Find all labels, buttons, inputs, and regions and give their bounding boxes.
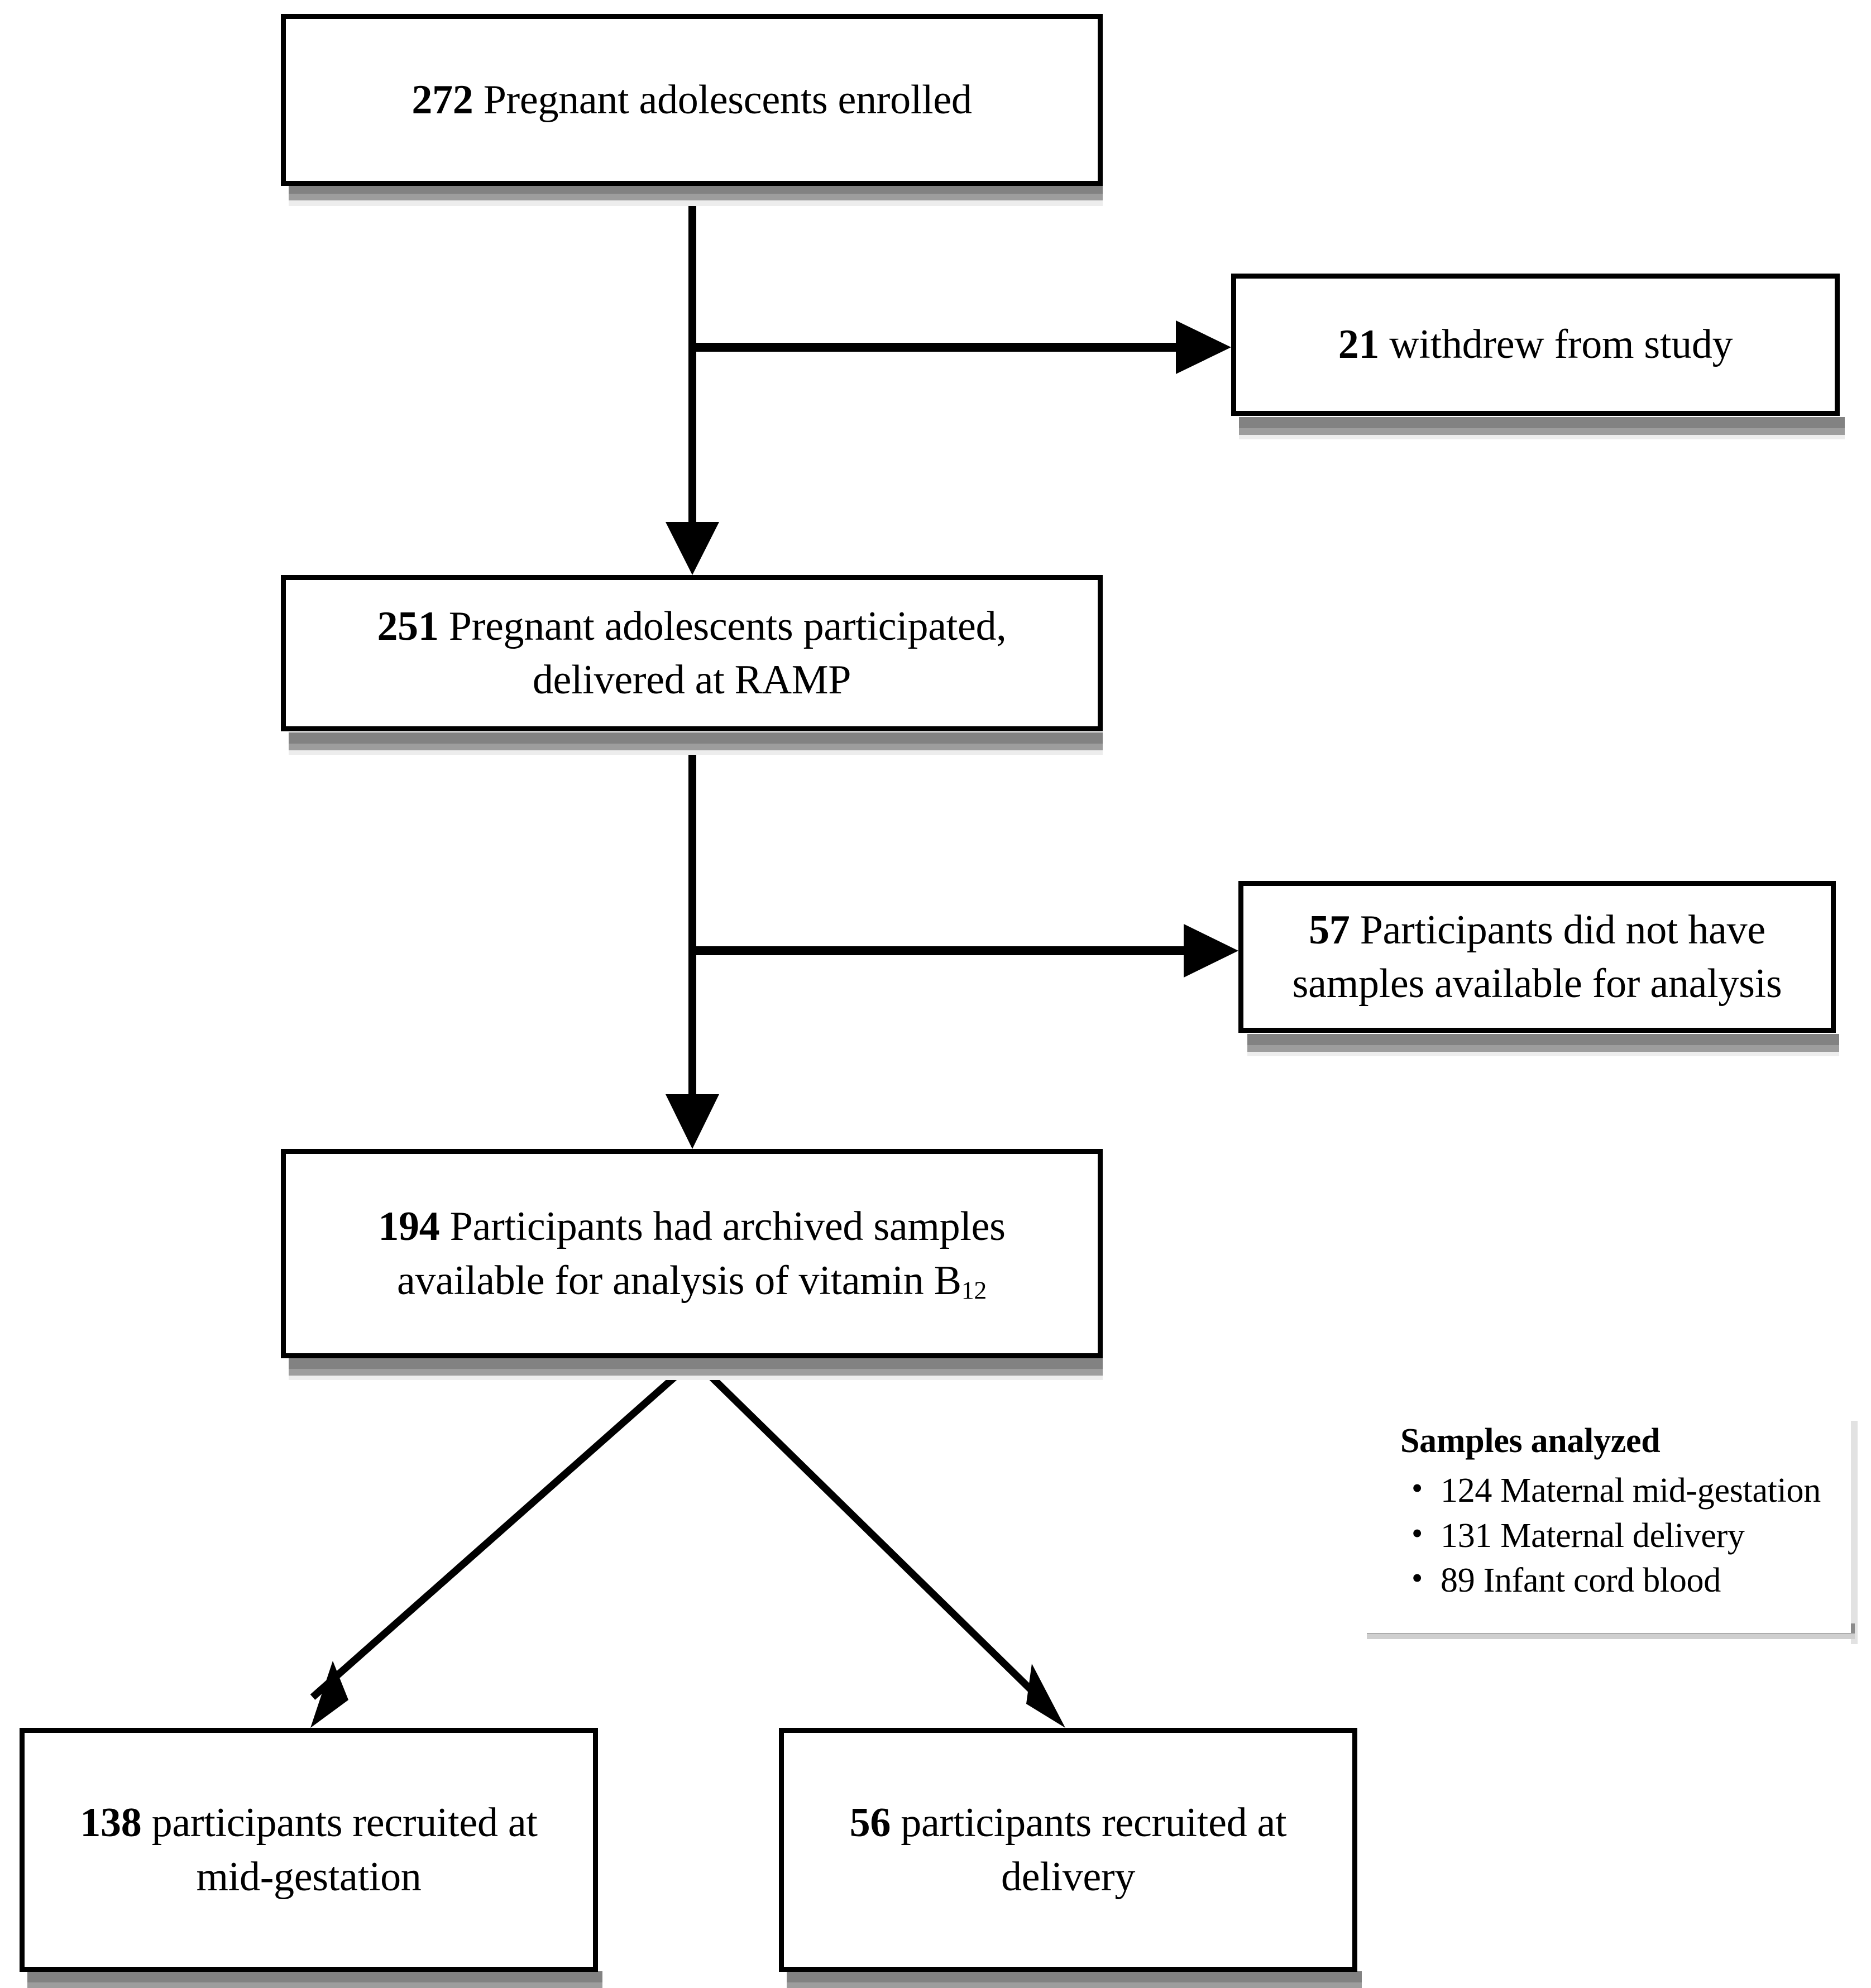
node-delivery-number: 56	[849, 1800, 891, 1846]
arrowhead-participated-to-archived	[666, 1094, 719, 1149]
node-archived-label: 194 Participants had archived samples av…	[286, 1200, 1098, 1307]
node-enrolled-label: 272 Pregnant adolescents enrolled	[286, 73, 1098, 127]
connector-archived-to-mid-gestation	[310, 1357, 697, 1700]
node-withdrew-label: 21 withdrew from study	[1236, 318, 1835, 371]
arrowhead-archived-to-delivery	[1026, 1664, 1065, 1728]
samples-panel-shadow-bottom-faint	[1367, 1633, 1855, 1639]
node-withdrew[interactable]: 21 withdrew from study	[1231, 274, 1840, 416]
node-participated-label: 251 Pregnant adolescents participated, d…	[286, 600, 1098, 707]
node-withdrew-text: withdrew from study	[1379, 322, 1733, 368]
connector-archived-to-delivery	[691, 1357, 1041, 1700]
node-withdrew-shadow-faint	[1239, 435, 1845, 439]
node-no-samples[interactable]: 57 Participants did not have samples ava…	[1238, 881, 1836, 1033]
node-mid-gestation-shadow	[27, 1971, 602, 1982]
node-withdrew-shadow	[1239, 417, 1845, 428]
node-participated-text: Pregnant adolescents participated, deliv…	[438, 603, 1007, 703]
node-enrolled-shadow-soft	[289, 194, 1103, 200]
node-no-samples-number: 57	[1309, 907, 1350, 953]
node-enrolled[interactable]: 272 Pregnant adolescents enrolled	[281, 14, 1103, 186]
node-delivery-text: participants recruited at delivery	[891, 1800, 1287, 1900]
arrowhead-enrolled-to-participated	[666, 522, 719, 575]
node-no-samples-label: 57 Participants did not have samples ava…	[1243, 903, 1831, 1010]
samples-analyzed-list: 124 Maternal mid-gestation 131 Maternal …	[1400, 1467, 1840, 1603]
node-enrolled-shadow-faint	[289, 200, 1103, 206]
node-archived-shadow-faint	[289, 1376, 1103, 1380]
samples-analyzed-item: 124 Maternal mid-gestation	[1411, 1467, 1840, 1513]
node-mid-gestation[interactable]: 138 participants recruited at mid-gestat…	[20, 1728, 598, 1972]
node-archived-text: Participants had archived samples availa…	[396, 1204, 1006, 1304]
node-participated-shadow-faint	[289, 750, 1103, 755]
node-withdrew-number: 21	[1338, 322, 1380, 368]
node-archived-number: 194	[378, 1204, 440, 1250]
samples-analyzed-item: 131 Maternal delivery	[1411, 1512, 1840, 1559]
node-mid-gestation-number: 138	[80, 1800, 142, 1846]
node-archived-subscript: 12	[961, 1275, 987, 1304]
node-mid-gestation-text: participants recruited at mid-gestation	[141, 1800, 538, 1900]
node-delivery-shadow-soft	[787, 1982, 1362, 1988]
node-participated-shadow	[289, 732, 1103, 744]
samples-panel-shadow-right	[1851, 1421, 1858, 1644]
samples-analyzed-panel[interactable]: Samples analyzed 124 Maternal mid-gestat…	[1357, 1410, 1851, 1633]
node-enrolled-text: Pregnant adolescents enrolled	[473, 76, 972, 123]
node-mid-gestation-label: 138 participants recruited at mid-gestat…	[25, 1796, 593, 1903]
arrowhead-enrolled-to-withdrew	[1176, 320, 1231, 374]
node-archived-shadow	[289, 1358, 1103, 1369]
node-no-samples-shadow-soft	[1247, 1045, 1839, 1052]
node-no-samples-shadow	[1247, 1034, 1839, 1045]
node-participated-number: 251	[377, 603, 439, 649]
node-delivery[interactable]: 56 participants recruited at delivery	[779, 1728, 1357, 1972]
node-participated[interactable]: 251 Pregnant adolescents participated, d…	[281, 575, 1103, 731]
arrowhead-archived-to-mid-gestation	[310, 1661, 348, 1728]
samples-analyzed-item: 89 Infant cord blood	[1411, 1557, 1840, 1603]
node-no-samples-shadow-faint	[1247, 1052, 1839, 1056]
samples-analyzed-title: Samples analyzed	[1400, 1422, 1661, 1460]
node-withdrew-shadow-soft	[1239, 428, 1845, 435]
node-delivery-label: 56 participants recruited at delivery	[784, 1796, 1352, 1903]
node-archived-shadow-soft	[289, 1369, 1103, 1376]
node-enrolled-number: 272	[411, 76, 473, 123]
node-participated-shadow-soft	[289, 744, 1103, 750]
node-no-samples-text: Participants did not have samples availa…	[1292, 907, 1782, 1007]
node-archived[interactable]: 194 Participants had archived samples av…	[281, 1149, 1103, 1358]
node-delivery-shadow	[787, 1971, 1362, 1982]
arrowhead-participated-to-no-samples	[1184, 924, 1238, 978]
node-mid-gestation-shadow-soft	[27, 1982, 602, 1988]
